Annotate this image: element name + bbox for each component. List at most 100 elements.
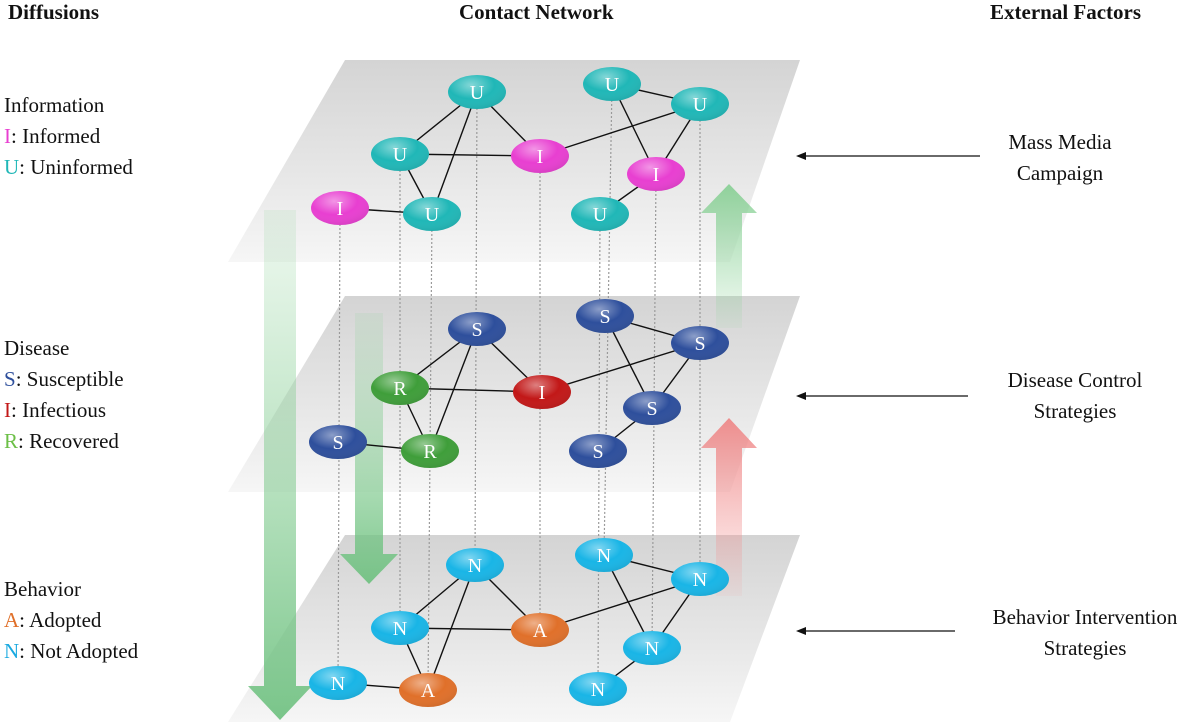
legend-infectious: I: Infectious (4, 395, 124, 426)
external-factor-arrows (796, 152, 980, 635)
legend-adopted: A: Adopted (4, 605, 138, 636)
behavior-node: A (399, 673, 457, 707)
information-edge (539, 103, 701, 157)
disease-node-label: S (694, 333, 705, 355)
information-node-label: I (537, 146, 544, 168)
disease-node: S (569, 434, 627, 468)
information-node: U (448, 75, 506, 109)
inter-layer-link (427, 213, 433, 691)
inter-layer-link (603, 83, 613, 556)
information-node: U (371, 137, 429, 171)
behavior-node: N (309, 666, 367, 700)
disease-node: R (401, 434, 459, 468)
disease-legend: Disease S: Susceptible I: Infectious R: … (4, 333, 124, 457)
information-node: U (583, 67, 641, 101)
legend-text-infectious: : Infectious (11, 398, 107, 422)
disease-node-label: S (646, 398, 657, 420)
behavior-node-shading (671, 562, 729, 596)
behavior-node-shading (511, 613, 569, 647)
behavior-node-label: A (421, 680, 436, 702)
behavior-node-label: A (533, 620, 548, 642)
disease-node-shading (448, 312, 506, 346)
legend-code-not-adopted: N (4, 639, 20, 663)
disease-node-shading (569, 434, 627, 468)
information-node-label: U (393, 144, 408, 166)
information-legend: Information I: Informed U: Uninformed (4, 90, 133, 183)
behavior-node-shading (399, 673, 457, 707)
disease-node-label: I (539, 382, 546, 404)
legend-informed: I: Informed (4, 121, 133, 152)
disease-control-line-2: Strategies (1033, 399, 1117, 423)
mass-media-line-1: Mass Media (1008, 130, 1112, 154)
disease-node-label: R (423, 441, 437, 463)
external-factors-header: External Factors (990, 0, 1142, 24)
behavior-node-label: N (393, 618, 407, 640)
influence-arrows (248, 184, 757, 720)
legend-recovered: R: Recovered (4, 426, 124, 457)
information-node: I (511, 139, 569, 173)
behavior-node-label: N (597, 545, 611, 567)
disease-node-label: S (592, 441, 603, 463)
legend-text-recovered: : Recovered (18, 429, 119, 453)
information-edge (431, 91, 478, 215)
disease-control-label: Disease Control Strategies (975, 365, 1175, 427)
mass-media-label: Mass Media Campaign (960, 127, 1160, 189)
legend-text-not-adopted: : Not Adopted (19, 639, 139, 663)
behavior-node-shading (371, 611, 429, 645)
disease-node-shading (623, 391, 681, 425)
information-node-label: U (605, 74, 620, 96)
legend-code-uninformed: U (4, 155, 20, 179)
behavior-node-shading (623, 631, 681, 665)
information-node-shading (371, 137, 429, 171)
behavior-intervention-line-1: Behavior Intervention (992, 605, 1178, 629)
disease-node-label: S (332, 432, 343, 454)
information-legend-title: Information (4, 93, 105, 117)
behavior-node-label: N (645, 638, 659, 660)
disease-node: R (371, 371, 429, 405)
disease-node-shading (513, 375, 571, 409)
legend-uninformed: U: Uninformed (4, 152, 133, 183)
behavior-node: N (371, 611, 429, 645)
information-node-shading (403, 197, 461, 231)
mass-media-arrowhead (796, 152, 806, 160)
information-node: I (627, 157, 685, 191)
information-node-label: U (470, 82, 485, 104)
legend-code-adopted: A (4, 608, 20, 632)
information-node-label: I (653, 164, 660, 186)
information-node: I (311, 191, 369, 225)
diffusions-header: Diffusions (8, 0, 100, 24)
behavior-node-label: N (591, 679, 605, 701)
information-node: U (571, 197, 629, 231)
legend-text-susceptible: : Susceptible (15, 367, 124, 391)
behavior-node: N (446, 548, 504, 582)
behavior-node-label: N (468, 555, 482, 577)
disease-control-line-1: Disease Control (1007, 368, 1143, 392)
behavior-to-disease-arrow (701, 418, 757, 596)
disease-node-shading (576, 299, 634, 333)
disease-node: I (513, 375, 571, 409)
behavior-intervention-label: Behavior Intervention Strategies (955, 602, 1200, 664)
information-node-shading (583, 67, 641, 101)
disease-node-shading (671, 326, 729, 360)
disease-node: S (576, 299, 634, 333)
legend-susceptible: S: Susceptible (4, 364, 124, 395)
legend-code-informed: I (4, 124, 11, 148)
behavior-legend-title: Behavior (4, 577, 81, 601)
legend-text-uninformed: : Uninformed (19, 155, 133, 179)
behavior-node: N (671, 562, 729, 596)
behavior-intervention-line-2: Strategies (1043, 636, 1127, 660)
behavior-node-label: N (331, 673, 345, 695)
behavior-legend: Behavior A: Adopted N: Not Adopted (4, 574, 138, 667)
legend-code-infectious: I (4, 398, 11, 422)
information-node-shading (571, 197, 629, 231)
information-node: U (671, 87, 729, 121)
contact-network-header: Contact Network (459, 0, 614, 24)
information-node-shading (511, 139, 569, 173)
information-node-shading (311, 191, 369, 225)
disease-node: S (309, 425, 367, 459)
legend-text-informed: : Informed (11, 124, 101, 148)
legend-code-recovered: R (4, 429, 19, 453)
behavior-intervention-arrowhead (796, 627, 806, 635)
